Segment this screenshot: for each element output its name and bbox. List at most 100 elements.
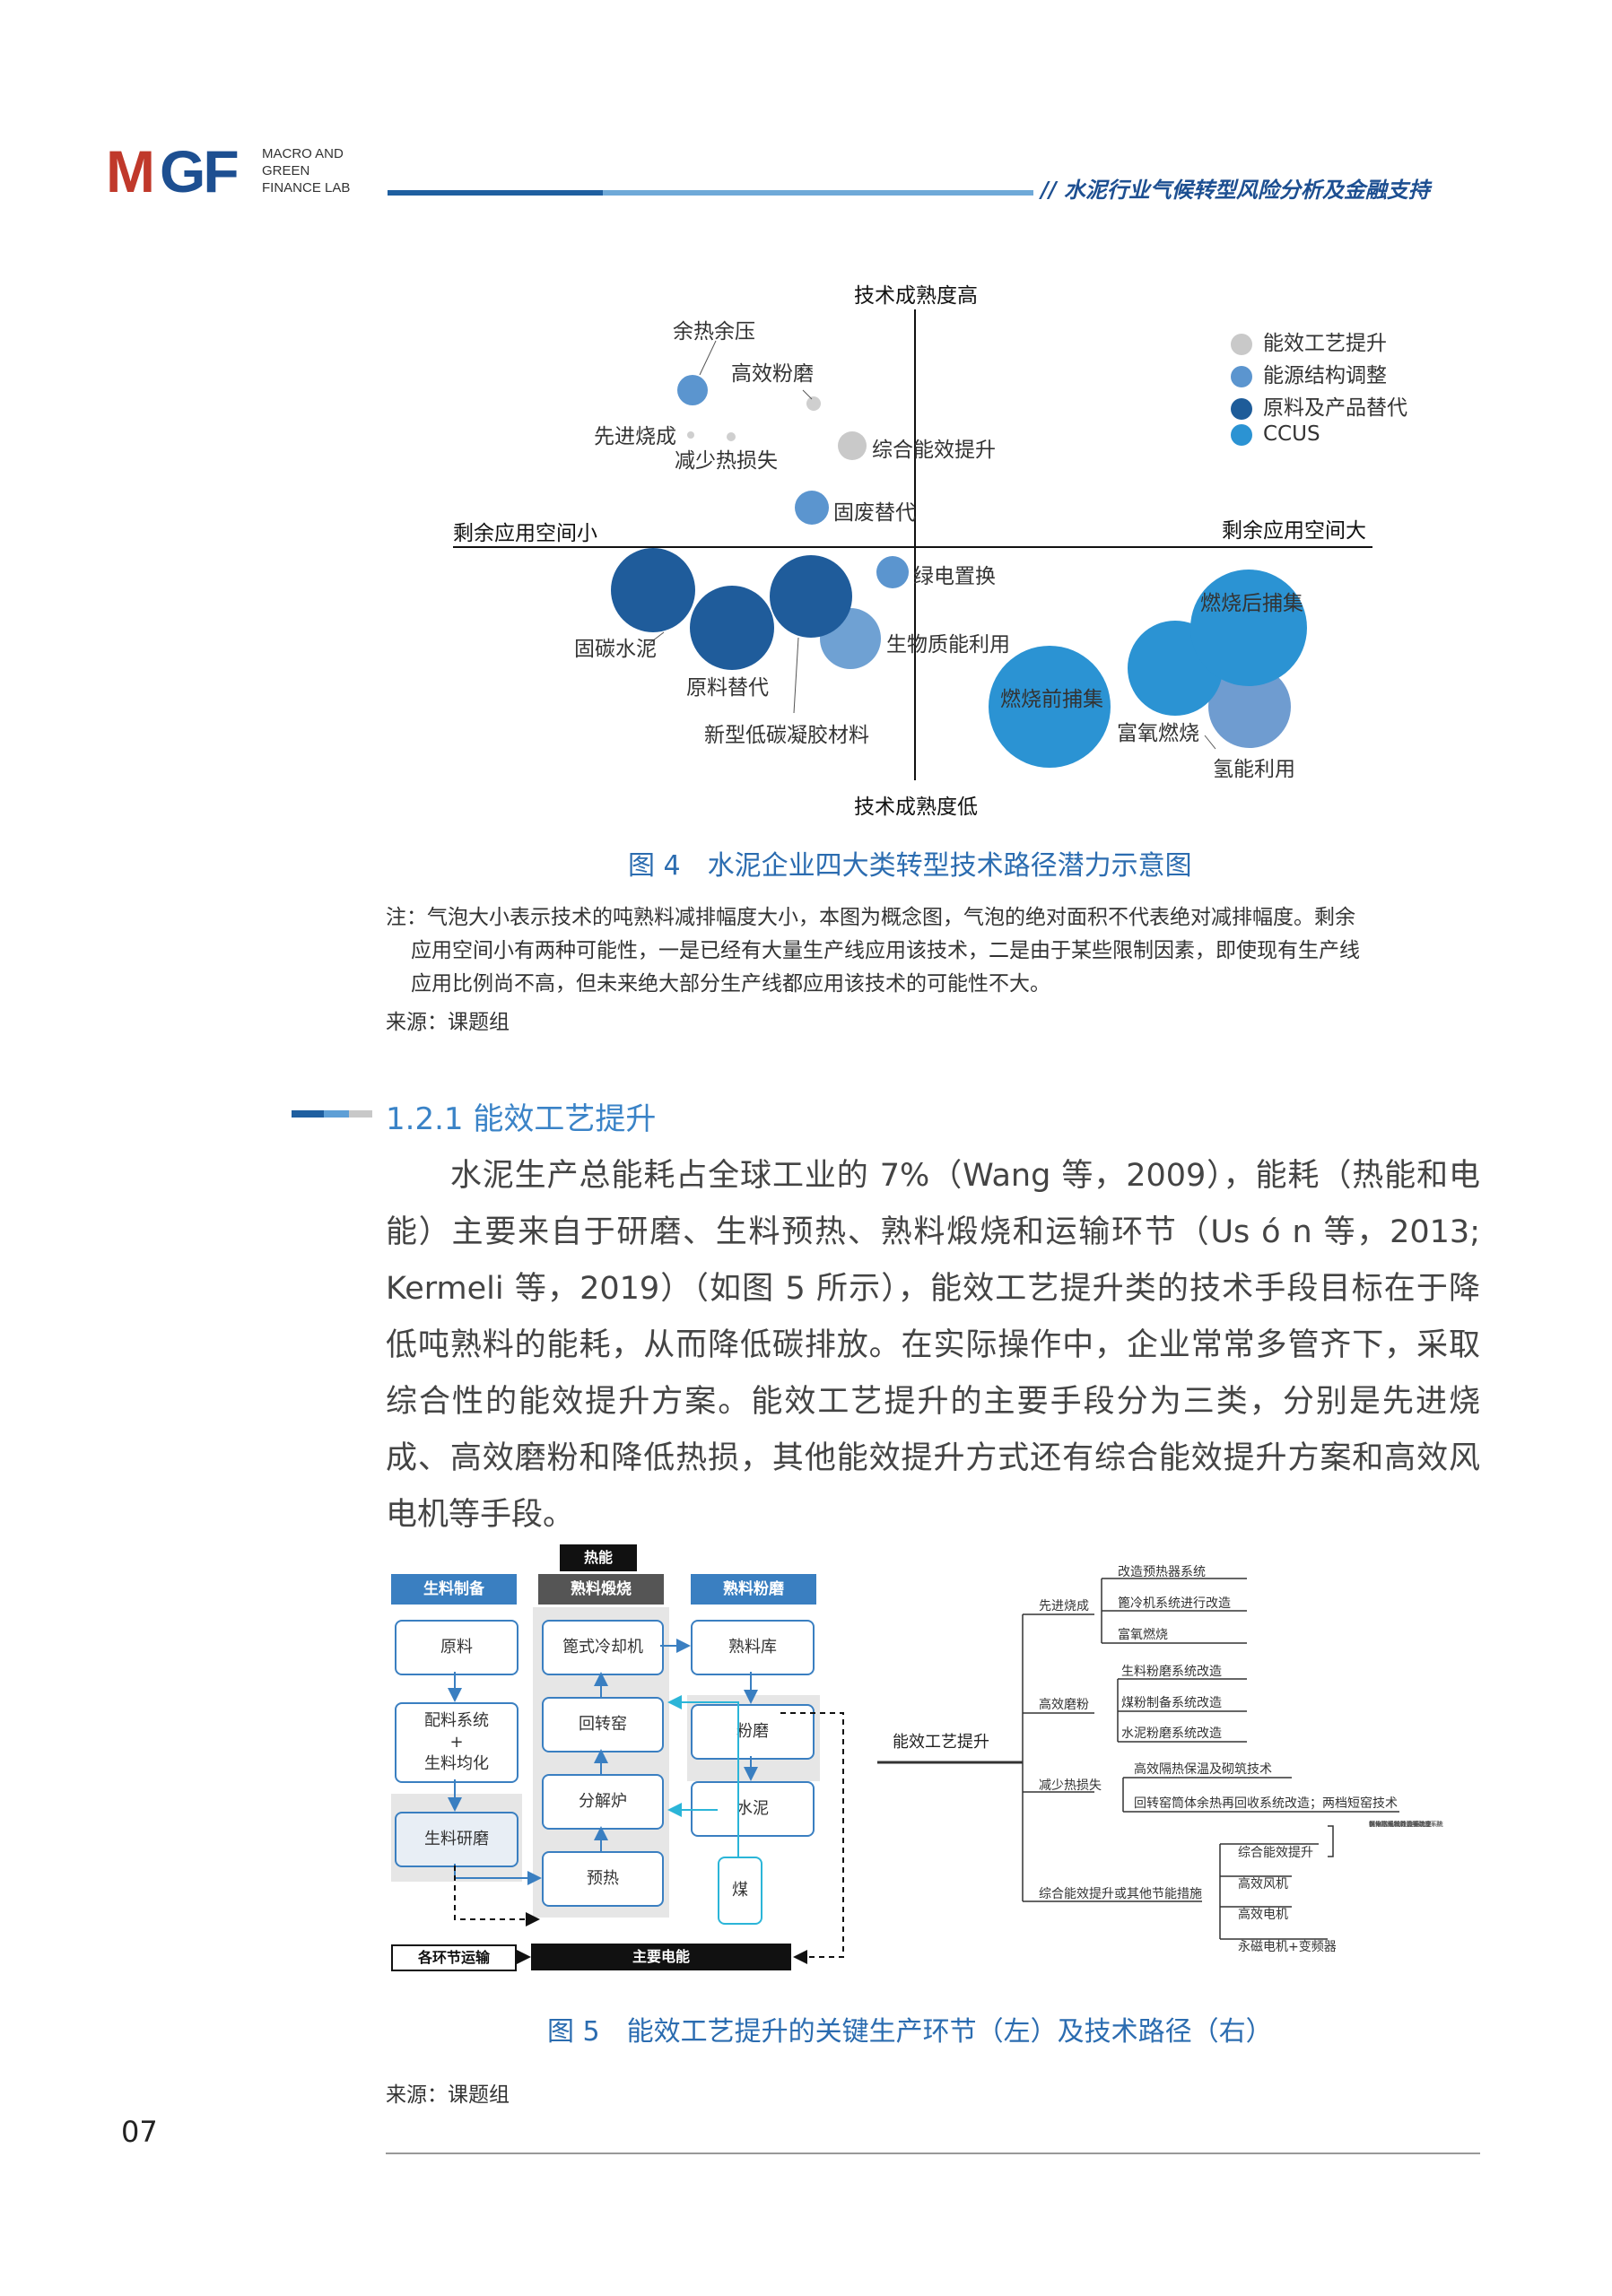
running-title: // 水泥行业气候转型风险分析及金融支持 [1041,177,1430,203]
box-text: 配料系统 [424,1711,489,1730]
label-xinxing: 新型低碳凝胶材料 [704,724,869,747]
tree-leaf: 高效隔热保温及砌筑技术 [1134,1762,1272,1777]
tree-leaf: 煤粉制备系统改造 [1121,1696,1222,1710]
legend-dot-icon [1231,423,1252,446]
box-coal: 煤 [718,1857,762,1925]
bubble-gutan [611,548,695,632]
figure4-note-line-3: 应用比例尚不高，但未来绝大部分生产线都应用该技术的可能性不大。 [411,972,1050,996]
legend-item-energy: 能源结构调整 [1231,358,1387,388]
legend-label: CCUS [1263,422,1320,446]
tree-branch-comprehensive: 综合能效提升或其他节能措施 [1039,1887,1202,1901]
legend-dot-icon [1231,333,1252,355]
axis-label-bottom: 技术成熟度低 [854,796,978,819]
bubble-zonghe [838,431,867,460]
legend-item-materials: 原料及产品替代 [1231,390,1407,421]
tree-branch-heat-loss: 减少热损失 [1039,1779,1102,1793]
label-xianjin: 先进烧成 [594,425,676,448]
bubble-gufei [795,491,829,525]
tree-leaf: 永磁电机+变频器 [1238,1940,1337,1954]
note-line: 例如：生料粉磨系统更 [1369,1821,1432,1828]
bubble-jianshao [727,432,736,441]
tree-leaf: 回转窑筒体余热再回收系统改造；两档短窑技术 [1134,1796,1398,1811]
box-raw-material: 原料 [395,1620,518,1675]
legend-label: 能源结构调整 [1263,364,1387,387]
thermal-energy-label: 热能 [560,1544,637,1571]
tree-lines [877,1578,1399,1940]
label-lvdian: 绿电置换 [913,565,996,588]
tree-leaf: 水泥粉磨系统改造 [1121,1726,1222,1741]
tree-leaf: 富氧燃烧 [1118,1628,1168,1642]
svg-text:M: M [106,142,152,199]
axis-label-top: 技术成熟度高 [854,284,978,308]
tree-leaf: 综合能效提升 [1238,1846,1313,1860]
legend-dot-icon [1231,365,1252,387]
box-grinding: 粉磨 [691,1704,815,1760]
leader-line-gutan [648,631,665,645]
note-line: 换+熟料煅烧系统改造+熟 [1369,1821,1442,1828]
box-clinker-storage: 熟料库 [691,1620,815,1675]
section-title: 1.2.1 能效工艺提升 [386,1101,657,1137]
section-marker [324,1110,349,1118]
legend-label: 原料及产品替代 [1263,396,1407,420]
section-marker [349,1110,372,1118]
box-precalciner: 分解炉 [542,1774,664,1830]
leader-line-yure [699,340,717,376]
label-ranshaoqian: 燃烧前捕集 [1000,688,1103,711]
logo-sub-line-1: MACRO AND [262,146,344,161]
logo-sub-line-2: GREEN [262,163,310,178]
header-rule-light [603,190,1033,196]
bubble-lvdian [876,556,909,588]
label-shengwu: 生物质能利用 [886,633,1010,657]
bubble-ranshaoqian [989,646,1111,768]
figure4-source: 来源：课题组 [386,1011,510,1034]
note-line: 料输送系统改造+烧成系统 [1369,1821,1443,1828]
bubble-qingneng [1208,665,1291,748]
col-header-raw-prep: 生料制备 [391,1574,517,1605]
tree-branch-advanced-firing: 先进烧成 [1039,1599,1089,1613]
header-rule-dark [388,190,603,196]
label-jianshao: 减少热损失 [675,449,778,473]
figure4-caption: 图 4 水泥企业四大类转型技术路径潜力示意图 [628,850,1192,882]
box-preheater: 预热 [542,1851,664,1907]
label-ranshaohou: 燃烧后捕集 [1200,592,1303,615]
tree-leaf: 生料粉磨系统改造 [1121,1665,1222,1679]
bubble-yure [677,375,708,405]
figure4-note-line-1: 注：气泡大小表示技术的吨熟料减排幅度大小，本图为概念图，气泡的绝对面积不代表绝对… [386,906,1355,929]
tree-leaf: 篦冷机系统进行改造 [1118,1596,1231,1611]
logo-sub-line-3: FINANCE LAB [262,180,351,196]
label-gufei: 固废替代 [833,501,916,525]
tree-leaf: 改造预热器系统 [1118,1565,1206,1579]
tree-leaf: 高效风机 [1238,1877,1288,1892]
note-line: 优化布局设计：交流变 [1369,1821,1432,1828]
box-raw-grinding: 生料研磨 [395,1812,518,1867]
logo-subtitle: MACRO AND GREEN FINANCE LAB [262,145,350,196]
box-text: 生料均化 [424,1754,489,1773]
bubble-xinxing [770,555,852,638]
label-yuanliao: 原料替代 [686,676,769,700]
label-yure: 余热余压 [673,320,755,344]
legend-label: 能效工艺提升 [1263,332,1387,355]
body-paragraph: 水泥生产总能耗占全球工业的 7%（Wang 等，2009），能耗（热能和电能）主… [386,1158,1480,1533]
label-gaoxiao: 高效粉磨 [731,362,814,386]
leader-line-gaoxiao [802,389,813,400]
box-main-power: 主要电能 [531,1944,791,1970]
note-line: 频电机风机升级等 [1369,1821,1419,1828]
footer-rule [386,2152,1480,2154]
tree-root: 能效工艺提升 [893,1733,989,1752]
box-transport: 各环节运输 [391,1944,517,1971]
bubble-gaoxiao [806,396,821,411]
figure5-source: 来源：课题组 [386,2083,510,2107]
legend-dot-icon [1231,397,1252,420]
label-zonghe: 综合能效提升 [872,439,996,462]
figure5-caption: 图 5 能效工艺提升的关键生产环节（左）及技术路径（右） [547,2016,1273,2048]
col-header-clinker-calcination: 熟料煅烧 [538,1574,664,1605]
figure4-bubble-diagram [453,309,1372,780]
label-qingneng: 氢能利用 [1213,758,1295,781]
label-gutan: 固碳水泥 [574,638,657,661]
box-batching-homogenization: 配料系统 + 生料均化 [395,1702,518,1783]
section-marker [292,1110,324,1118]
label-fuyang: 富氧燃烧 [1117,722,1199,745]
bubble-xianjin [687,431,694,439]
legend-item-ccus: CCUS [1231,422,1320,446]
tree-leaf: 高效电机 [1238,1908,1288,1922]
